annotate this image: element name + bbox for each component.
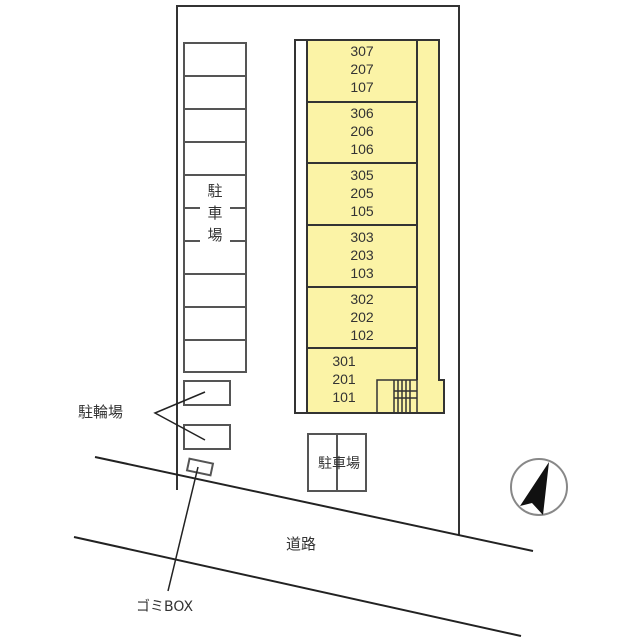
garbage-box	[185, 457, 215, 477]
parking-lot-left	[183, 42, 247, 373]
road-label: 道路	[286, 535, 317, 553]
bicycle-leader-lines	[153, 391, 206, 441]
bicycle-rack-2	[183, 424, 231, 450]
unit-block-5: 305 205 105	[350, 167, 374, 219]
parking-lot-front	[307, 433, 367, 492]
staircase	[376, 379, 418, 414]
road-edge-upper	[94, 456, 534, 552]
parking-left-label: 駐 車 場	[200, 180, 230, 246]
garbage-leader-line	[167, 466, 199, 592]
lot-boundary	[176, 5, 460, 535]
unit-block-2: 302 202 102	[350, 291, 374, 343]
bicycle-parking-label: 駐輪場	[78, 403, 124, 421]
parking-front-label: 駐車場	[318, 456, 360, 472]
garbage-box-label: ゴミBOX	[136, 599, 194, 615]
unit-block-1: 301 201 101	[332, 353, 356, 405]
apartment-building	[294, 39, 445, 414]
road-edge-lower	[73, 536, 522, 637]
bicycle-rack-1	[183, 380, 231, 406]
unit-block-3: 303 203 103	[350, 229, 374, 281]
unit-block-7: 307 207 107	[350, 43, 374, 95]
unit-block-6: 306 206 106	[350, 105, 374, 157]
north-arrow-icon	[510, 458, 568, 516]
